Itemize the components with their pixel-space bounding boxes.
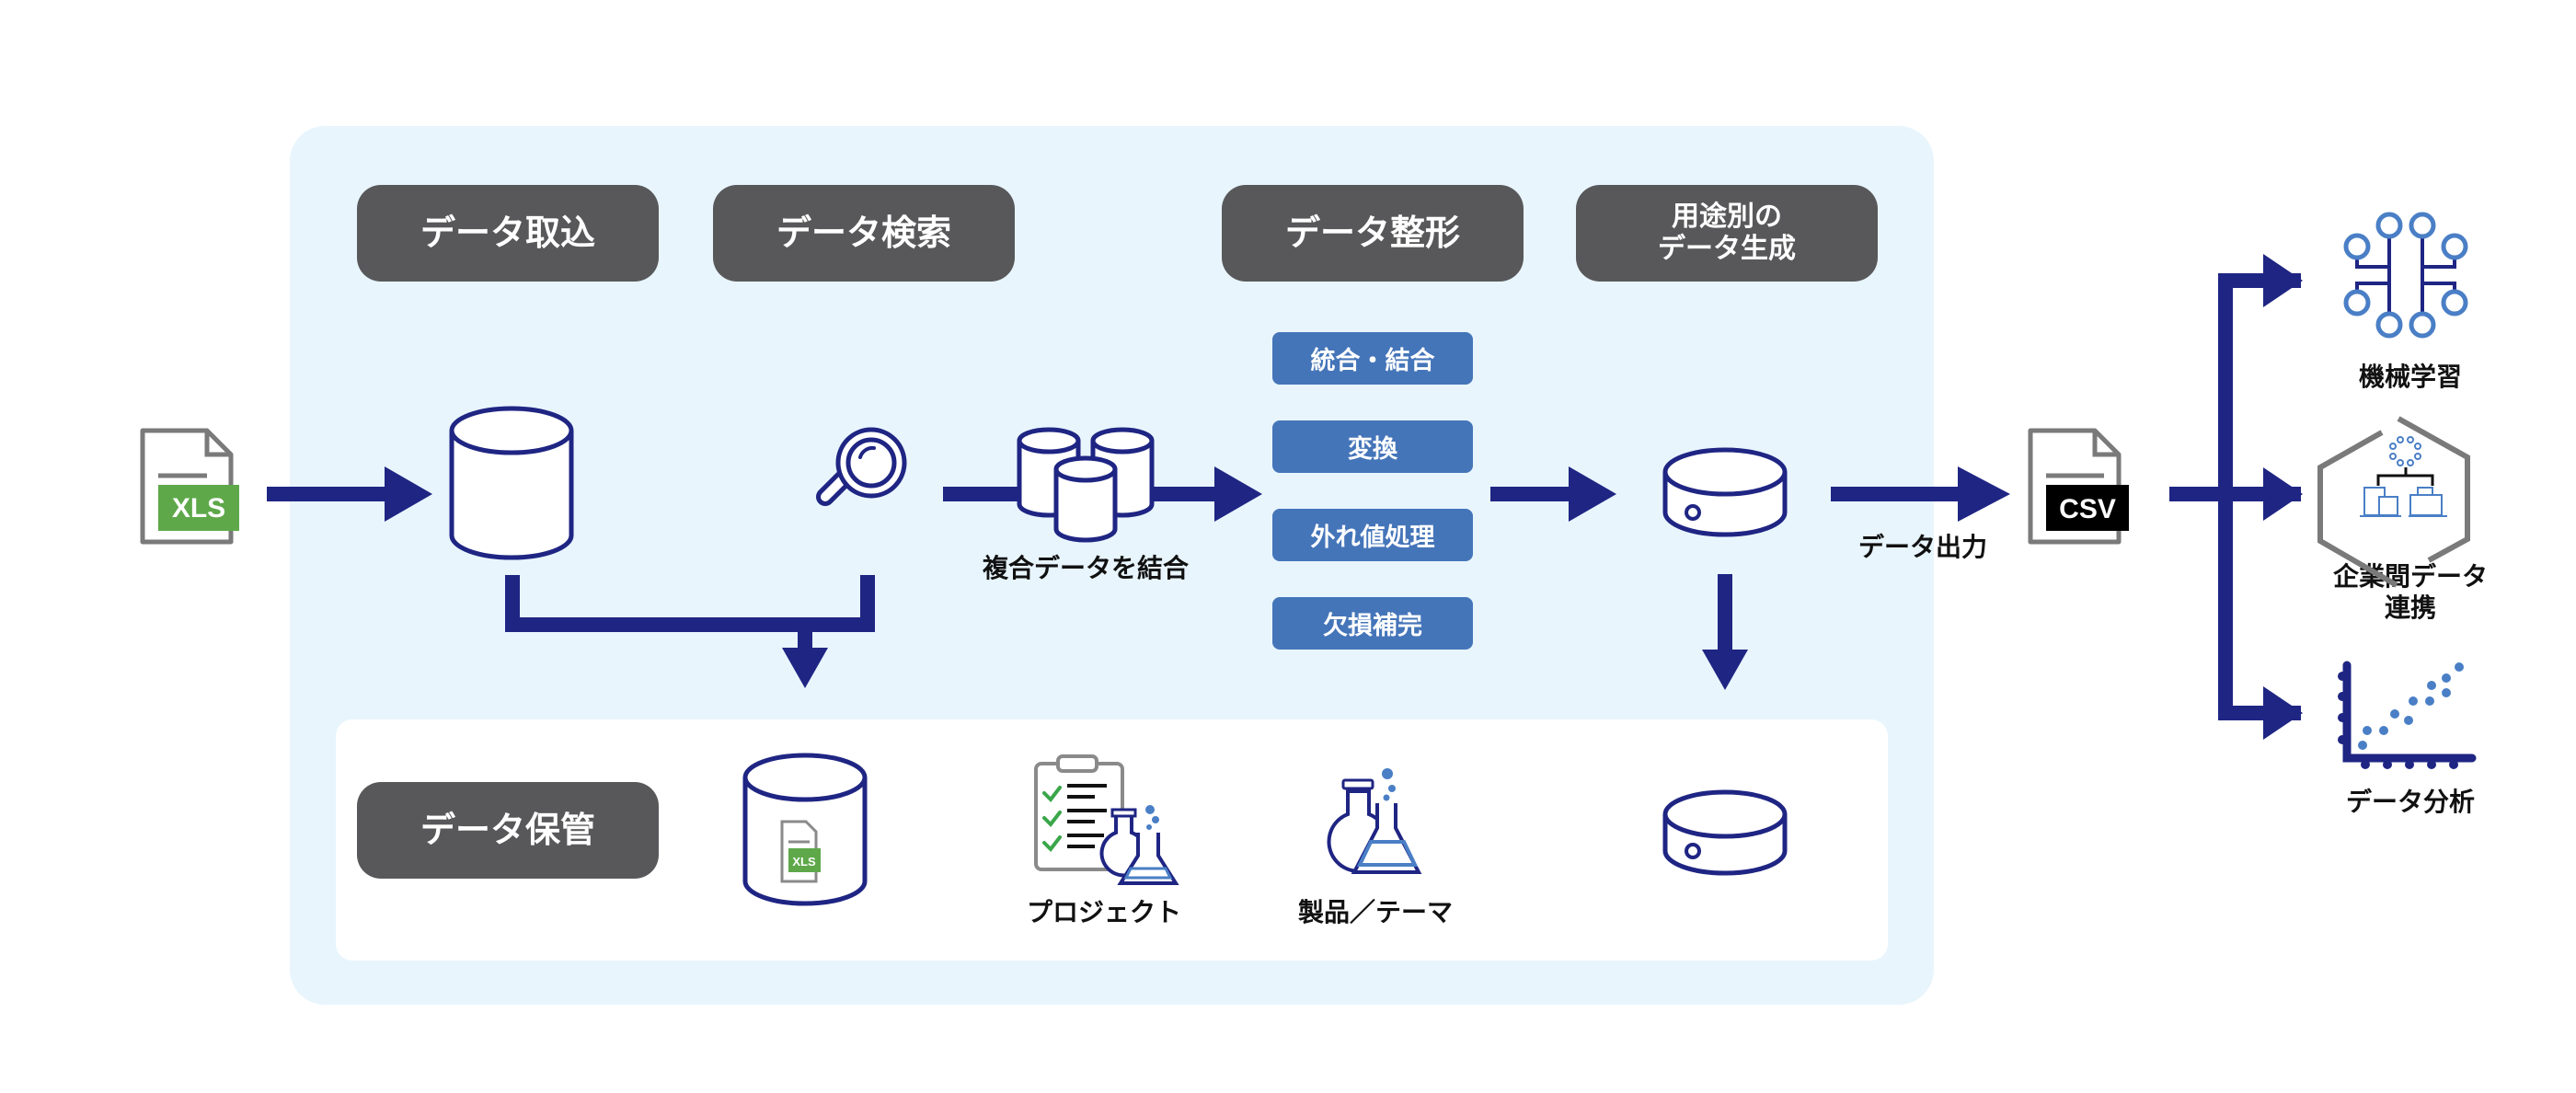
stage-data-search: データ検索	[713, 185, 1015, 282]
combine-label: 複合データを結合	[982, 553, 1189, 583]
operation-missing-imputation: 欠損補完	[1272, 597, 1473, 650]
database-with-xls-icon: XLS	[742, 753, 868, 906]
data-output-label: データ出力	[1857, 532, 1987, 562]
project-clipboard-flask-icon	[1034, 754, 1179, 885]
stage-label: データ保管	[420, 809, 595, 850]
operation-label: 外れ値処理	[1310, 523, 1435, 552]
database-cylinder-icon	[449, 406, 574, 560]
operation-label: 変換	[1348, 435, 1397, 464]
building-icon	[2360, 487, 2447, 517]
multi-database-icon	[1017, 427, 1155, 543]
machine-learning-circuit-icon	[2343, 212, 2468, 339]
scatter-plot-icon	[2338, 661, 2477, 769]
stage-label: データ整形	[1284, 212, 1460, 253]
product-theme-label: 製品／テーマ	[1297, 897, 1453, 927]
stage-label-line1: 用途別の	[1672, 201, 1782, 233]
operation-label: 欠損補完	[1323, 612, 1422, 640]
xls-file-type: XLS	[792, 855, 816, 869]
csv-file-type: CSV	[2059, 494, 2116, 524]
inter-company-hexagon-icon	[2317, 416, 2470, 588]
arrow-ingest-search-to-storage	[505, 575, 875, 688]
xls-file-type: XLS	[172, 493, 225, 523]
data-analysis-label: データ分析	[2345, 787, 2475, 817]
operation-transform: 変換	[1272, 420, 1473, 473]
csv-file-icon: CSV	[2028, 428, 2129, 545]
arrow-data-output	[1831, 466, 2010, 522]
machine-learning-label: 機械学習	[2358, 362, 2462, 392]
stage-data-storage: データ保管	[357, 782, 659, 879]
arrow-shaping-to-generation	[1490, 466, 1616, 522]
operation-label: 統合・結合	[1310, 347, 1435, 375]
arrow-xls-to-ingest	[267, 466, 432, 522]
stage-data-ingest: データ取込	[357, 185, 659, 282]
flask-icon	[1327, 768, 1422, 874]
inter-company-label-line2: 連携	[2384, 592, 2436, 623]
magnifier-icon	[816, 427, 907, 506]
stage-data-generation: 用途別の データ生成	[1576, 185, 1878, 282]
stage-data-shaping: データ整形	[1222, 185, 1524, 282]
operation-integrate-join: 統合・結合	[1272, 332, 1473, 385]
arrow-csv-to-destinations	[2169, 254, 2303, 740]
stage-label: データ検索	[776, 212, 951, 253]
disk-database-icon	[1662, 447, 1788, 537]
stage-label: データ取込	[420, 212, 595, 253]
project-label: プロジェクト	[1026, 897, 1181, 927]
mini-circuit-icon	[2389, 436, 2421, 466]
arrow-generation-to-storage	[1702, 574, 1748, 690]
stage-label-line2: データ生成	[1658, 232, 1796, 265]
xls-file-icon: XLS	[140, 428, 239, 545]
disk-database-icon	[1662, 789, 1788, 876]
operation-outlier-handling: 外れ値処理	[1272, 509, 1473, 561]
